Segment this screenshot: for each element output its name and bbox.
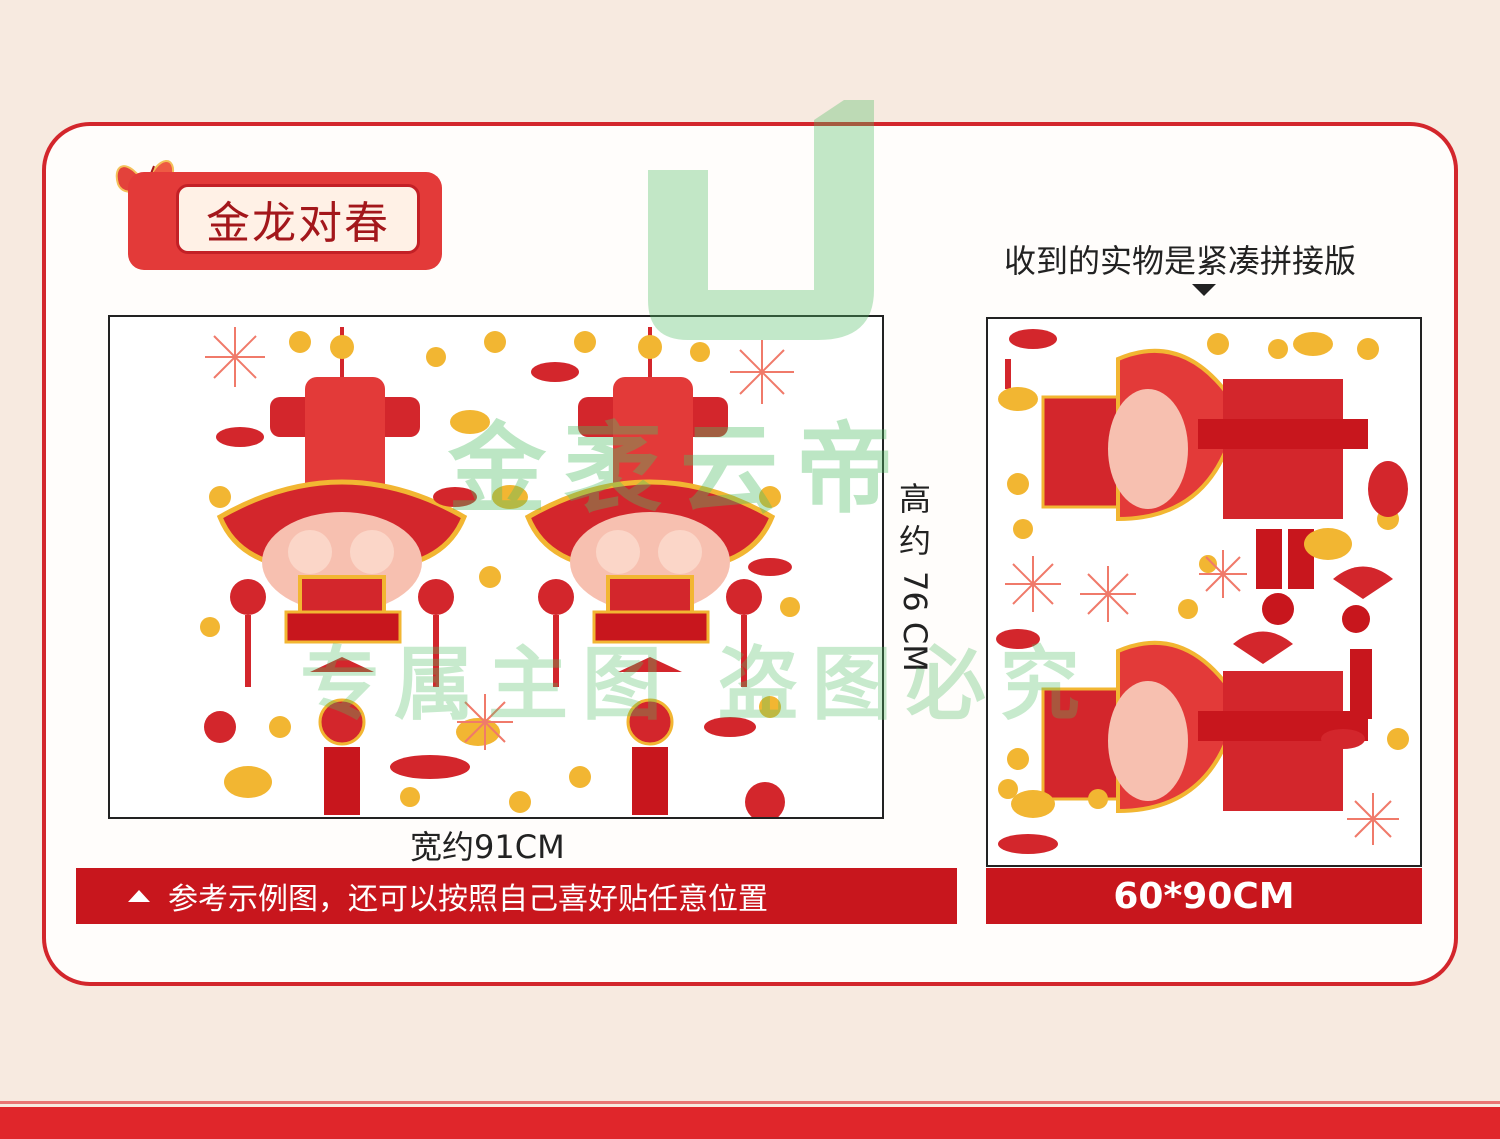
height-label: 高 约 76 CM [893, 478, 937, 672]
clouds [996, 329, 1408, 854]
triangle-up-icon [128, 890, 150, 902]
fans [1233, 566, 1393, 664]
received-note: 收到的实物是紧凑拼接版 [1004, 242, 1357, 280]
height-label-value: 76 CM [894, 571, 936, 672]
height-label-char-2: 约 [898, 522, 931, 560]
right-decoration [524, 327, 776, 815]
reference-image [108, 315, 884, 819]
size-bar: 60*90CM [986, 868, 1422, 924]
bottom-decoration [1041, 640, 1368, 814]
tassels [1256, 529, 1372, 719]
width-label: 宽约91CM [410, 828, 565, 866]
reference-illustration [200, 327, 800, 817]
reference-note-bar: 参考示例图，还可以按照自己喜好贴任意位置 [76, 868, 957, 924]
fireworks [205, 327, 794, 750]
title-badge: 金龙对春 [128, 172, 442, 270]
bottom-stripe [0, 1101, 1500, 1139]
size-label: 60*90CM [1113, 875, 1295, 917]
gold-ornaments [998, 332, 1409, 818]
product-illustration [996, 329, 1409, 854]
height-label-char-1: 高 [898, 480, 931, 518]
lucky-bags [204, 711, 785, 817]
down-arrow-icon [1192, 284, 1216, 296]
reference-note: 参考示例图，还可以按照自己喜好贴任意位置 [168, 882, 768, 917]
clouds [216, 362, 792, 779]
gold-ornaments [200, 331, 800, 813]
product-image [986, 317, 1422, 867]
title-text: 金龙对春 [176, 184, 420, 254]
fireworks [1005, 550, 1399, 845]
left-decoration [216, 327, 468, 815]
top-decoration [1005, 348, 1368, 522]
